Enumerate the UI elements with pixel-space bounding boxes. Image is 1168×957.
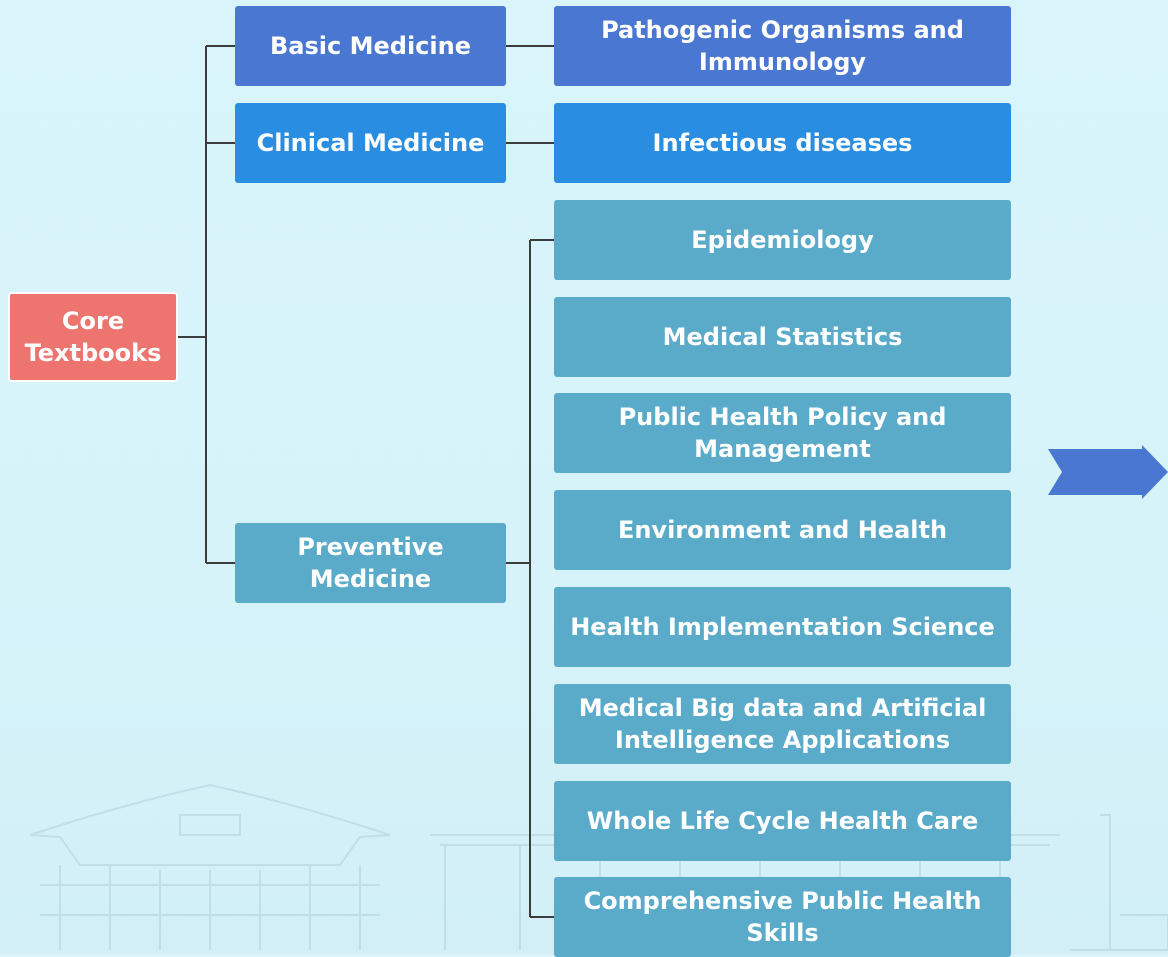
branch-basic-medicine: Basic Medicine	[235, 6, 506, 86]
leaf-environment-health: Environment and Health	[554, 490, 1011, 570]
leaf-medical-big-data: Medical Big data and Artificial Intellig…	[554, 684, 1011, 764]
leaf-infectious-diseases: Infectious diseases	[554, 103, 1011, 183]
branch-clinical-medicine: Clinical Medicine	[235, 103, 506, 183]
root-node-core-textbooks: Core Textbooks	[8, 292, 178, 382]
leaf-public-health-policy: Public Health Policy and Management	[554, 393, 1011, 473]
branch-preventive-medicine: Preventive Medicine	[235, 523, 506, 603]
leaf-comprehensive-public-health-skills: Comprehensive Public Health Skills	[554, 877, 1011, 957]
leaf-pathogenic-organisms: Pathogenic Organisms and Immunology	[554, 6, 1011, 86]
right-arrow-icon	[1048, 445, 1168, 499]
leaf-whole-life-cycle: Whole Life Cycle Health Care	[554, 781, 1011, 861]
leaf-health-implementation-science: Health Implementation Science	[554, 587, 1011, 667]
leaf-medical-statistics: Medical Statistics	[554, 297, 1011, 377]
leaf-epidemiology: Epidemiology	[554, 200, 1011, 280]
